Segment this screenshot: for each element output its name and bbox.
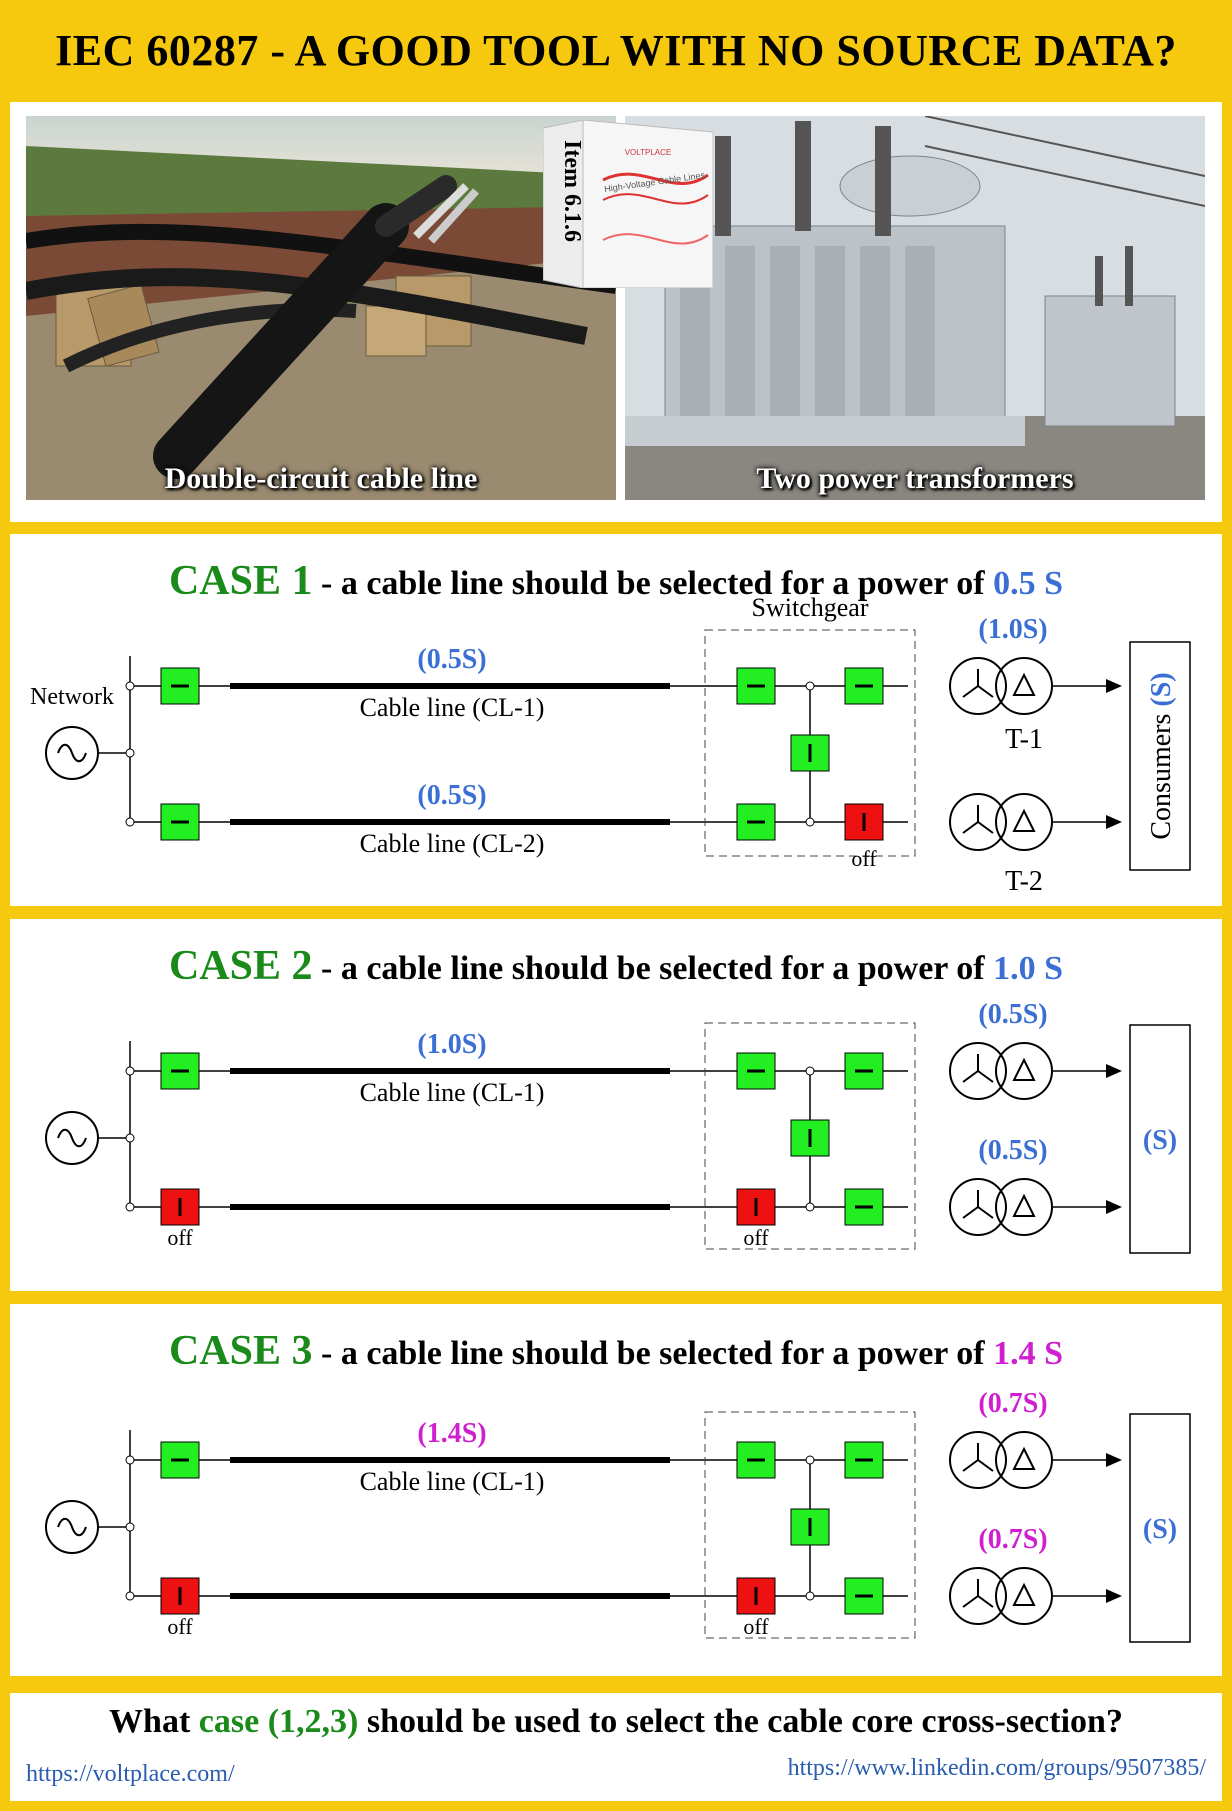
cl1-power: (1.0S) (417, 1029, 486, 1060)
consumers-box (1129, 1024, 1191, 1254)
t2-power: (0.7S) (978, 1524, 1047, 1555)
page-title: IEC 60287 - A GOOD TOOL WITH NO SOURCE D… (55, 25, 1177, 75)
consumers-power: (S) (1143, 1514, 1177, 1545)
case-3-label: CASE 3 (169, 1328, 313, 1374)
case-1-heading: - a cable line should be selected for a … (313, 565, 994, 602)
switchgear-box (704, 629, 916, 857)
case-2-heading: - a cable line should be selected for a … (313, 950, 994, 987)
cl1-power: (1.4S) (417, 1418, 486, 1449)
voltplace-link[interactable]: https://voltplace.com/ (26, 1761, 235, 1787)
arrow-icon (1106, 815, 1122, 829)
transformers-photo: Two power transformers (625, 116, 1205, 500)
question-post: should be used to select the cable core … (358, 1703, 1123, 1740)
arrow-icon (1106, 1453, 1122, 1467)
cl1-label: Cable line (CL-1) (360, 693, 545, 722)
photo-panel: Double-circuit cable line (10, 102, 1222, 522)
consumers-box (1129, 641, 1191, 871)
cl1-label: Cable line (CL-1) (360, 1078, 545, 1107)
bus-coupler-breaker (790, 734, 830, 772)
case-3-heading: - a cable line should be selected for a … (313, 1335, 994, 1372)
svg-text:CASE 3 - a cable line should b: CASE 3 - a cable line should be selected… (169, 1328, 1063, 1374)
arrow-icon (1106, 1064, 1122, 1078)
off-label: off (743, 1614, 769, 1639)
off-label: off (851, 846, 877, 871)
t2-label: T-2 (1005, 866, 1043, 897)
transformers-photo-caption: Two power transformers (756, 462, 1074, 495)
case-1-diagram: CASE 1 - a cable line should be selected… (30, 558, 1191, 897)
cable-photo-caption: Double-circuit cable line (164, 462, 478, 495)
svg-text:CASE 1 - a cable line should b: CASE 1 - a cable line should be selected… (169, 558, 1063, 604)
consumers-box (1129, 1413, 1191, 1643)
case-1-power: 0.5 S (993, 565, 1063, 602)
cl2-label: Cable line (CL-2) (360, 829, 545, 858)
book-image: VOLTPLACE Item 6.1.6 High-Voltage Cable … (542, 119, 714, 289)
svg-text:Consumers (S): Consumers (S) (1146, 672, 1177, 839)
transformer-t2-symbol (949, 1178, 1053, 1236)
arrow-icon (1106, 679, 1122, 693)
case-3-diagram: CASE 3 - a cable line should be selected… (45, 1328, 1191, 1643)
case-2-panel: CASE 2 - a cable line should be selected… (10, 919, 1222, 1291)
arrow-icon (1106, 1200, 1122, 1214)
transformer-t2-symbol (949, 1567, 1053, 1625)
case-2-diagram: CASE 2 - a cable line should be selected… (45, 943, 1191, 1254)
case-3-power: 1.4 S (993, 1335, 1063, 1372)
t1-power: (0.7S) (978, 1388, 1047, 1419)
off-label: off (167, 1614, 193, 1639)
transformer-t1-symbol (949, 1042, 1053, 1100)
arrow-icon (1106, 1589, 1122, 1603)
switchgear-box (704, 1411, 916, 1639)
case-3-panel: CASE 3 - a cable line should be selected… (10, 1304, 1222, 1676)
question-text: What case (1,2,3) should be used to sele… (10, 1703, 1222, 1741)
t1-power: (0.5S) (978, 999, 1047, 1030)
footer-panel: What case (1,2,3) should be used to sele… (10, 1693, 1222, 1801)
t2-power: (0.5S) (978, 1135, 1047, 1166)
switchgear-box (704, 1022, 916, 1250)
cl1-power: (0.5S) (417, 644, 486, 675)
consumers-power: (S) (1143, 1125, 1177, 1156)
off-label: off (167, 1225, 193, 1250)
linkedin-link[interactable]: https://www.linkedin.com/groups/9507385/ (787, 1755, 1206, 1781)
book-spine-label: Item 6.1.6 (559, 140, 585, 242)
t1-label: T-1 (1005, 724, 1043, 755)
cable-line-photo: Double-circuit cable line (26, 116, 616, 500)
case-2-power: 1.0 S (993, 950, 1063, 987)
off-label: off (743, 1225, 769, 1250)
cl1-label: Cable line (CL-1) (360, 1467, 545, 1496)
question-case: case (1,2,3) (198, 1703, 359, 1740)
network-label: Network (30, 684, 114, 710)
transformers-image (625, 116, 1205, 500)
consumers-label: Consumers (1146, 714, 1177, 840)
case-1-panel: CASE 1 - a cable line should be selected… (10, 534, 1222, 906)
svg-text:VOLTPLACE: VOLTPLACE (625, 148, 672, 157)
cable-trench-image (26, 116, 616, 500)
t1-power: (1.0S) (978, 614, 1047, 645)
question-pre: What (109, 1703, 199, 1740)
consumers-power: (S) (1146, 672, 1177, 706)
svg-text:CASE 2 - a cable line should b: CASE 2 - a cable line should be selected… (169, 943, 1063, 989)
case-2-label: CASE 2 (169, 943, 313, 989)
case-1-label: CASE 1 (169, 558, 313, 604)
transformer-t1-symbol (949, 1431, 1053, 1489)
switchgear-label: Switchgear (752, 593, 869, 622)
transformer-t2-symbol (949, 793, 1053, 851)
cl2-power: (0.5S) (417, 780, 486, 811)
transformer-t1-symbol (949, 657, 1053, 715)
